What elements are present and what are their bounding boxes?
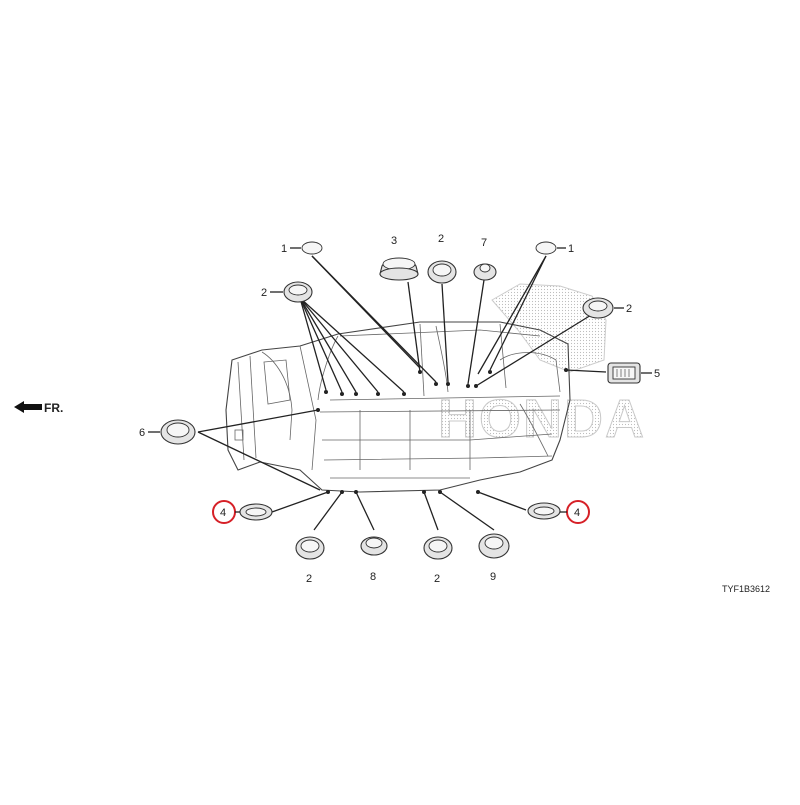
- callout-5: 5: [654, 368, 660, 380]
- part-8-grommet-icon: [360, 536, 388, 556]
- part-2-grommet-icon-right: [582, 297, 614, 319]
- callout-4-left: 4: [220, 507, 226, 519]
- part-2-grommet-icon-bottom-left: [295, 536, 325, 560]
- callout-9: 9: [490, 571, 496, 583]
- front-direction-indicator: FR.: [14, 401, 63, 415]
- callout-4-right: 4: [574, 507, 580, 519]
- part-2-grommet-icon-left: [283, 281, 313, 303]
- callout-2-bottom-right: 2: [434, 573, 440, 585]
- callout-numbers: 1 3 2 7 1 2 2 5 6 4 4 2 8 2 9: [139, 233, 660, 585]
- callout-6: 6: [139, 427, 145, 439]
- callout-8: 8: [370, 571, 376, 583]
- part-3-cap-icon: [379, 257, 419, 281]
- part-2-grommet-icon-bottom-right: [423, 536, 453, 560]
- leader-lines: [197, 255, 607, 531]
- callout-3: 3: [391, 235, 397, 247]
- part-5-vent-icon: [607, 362, 641, 384]
- grommet-holes: [316, 368, 568, 494]
- callout-2-bottom-left: 2: [306, 573, 312, 585]
- part-1-plug-icon-b: [535, 241, 557, 255]
- callout-2-right: 2: [626, 303, 632, 315]
- callout-2-top: 2: [438, 233, 444, 245]
- callout-2-left: 2: [261, 287, 267, 299]
- part-7-grommet-icon: [473, 263, 497, 281]
- callout-1-right: 1: [568, 243, 574, 255]
- front-label: FR.: [44, 401, 63, 415]
- part-9-grommet-icon: [478, 533, 510, 559]
- drawing-code: TYF1B3612: [722, 584, 770, 594]
- front-arrow-icon: [14, 401, 42, 413]
- honda-watermark: HONDA: [438, 283, 646, 450]
- part-2-grommet-icon-top: [427, 260, 457, 284]
- callout-1-left: 1: [281, 243, 287, 255]
- part-4-oval-grommet-icon-left: [239, 503, 273, 521]
- part-6-grommet-icon: [160, 419, 196, 445]
- part-4-oval-grommet-icon-right: [527, 502, 561, 520]
- callout-7: 7: [481, 237, 487, 249]
- watermark-text: HONDA: [438, 389, 646, 449]
- part-1-plug-icon-a: [301, 241, 323, 255]
